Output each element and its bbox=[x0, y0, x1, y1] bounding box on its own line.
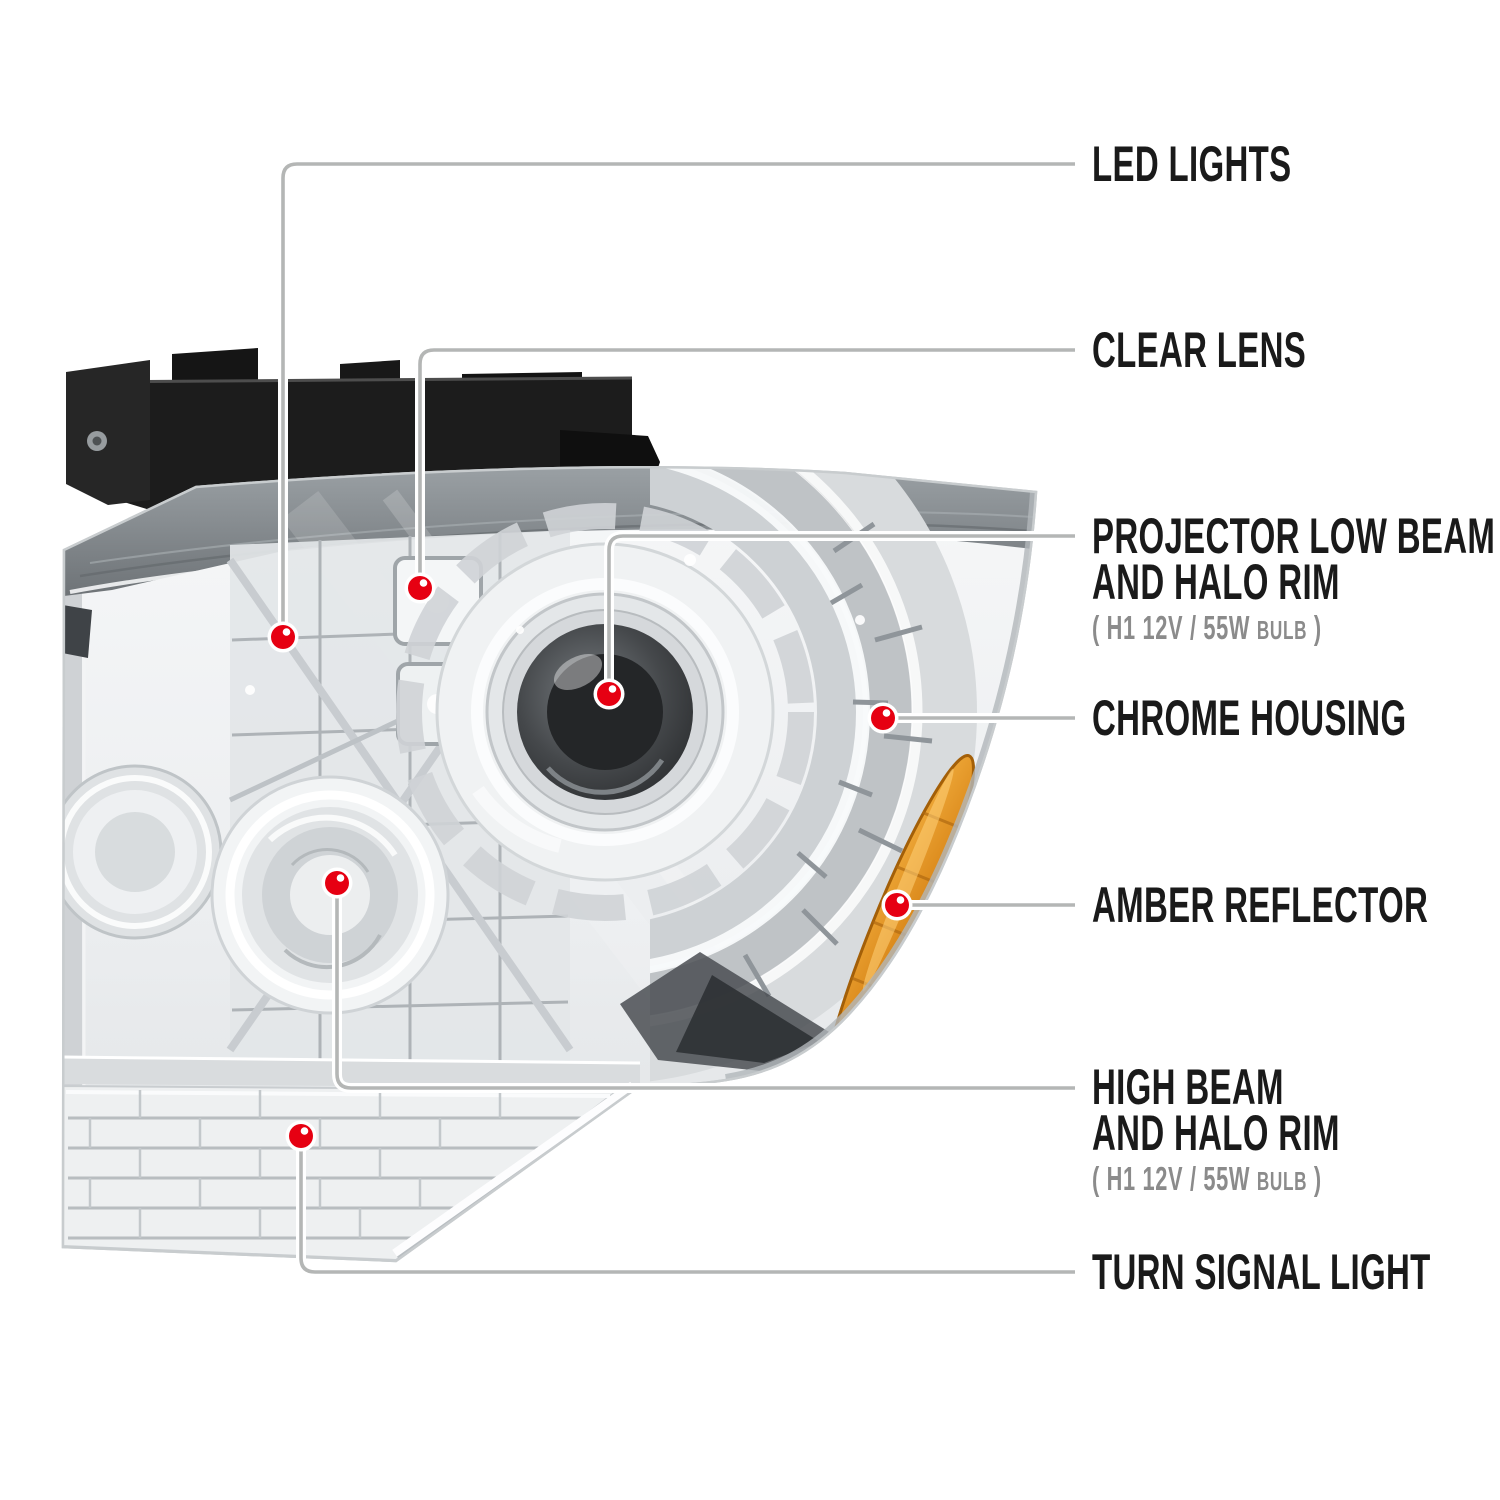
marker-chrome-housing-dot bbox=[867, 702, 899, 734]
marker-amber-reflector-dot bbox=[881, 889, 913, 921]
callout-spec: ( H1 12V / 55W BULB ) bbox=[1092, 1160, 1322, 1197]
leader-clear-lens bbox=[415, 345, 1075, 588]
leader-projector-low-beam bbox=[604, 531, 1075, 694]
callout-label: HIGH BEAM bbox=[1092, 1059, 1284, 1115]
callout-label: AMBER REFLECTOR bbox=[1092, 877, 1429, 933]
callout-high-beam: HIGH BEAM AND HALO RIM ( H1 12V / 55W BU… bbox=[1092, 1059, 1467, 1202]
marker-clear-lens-dot bbox=[404, 572, 436, 604]
callout-led-lights: LED LIGHTS bbox=[1092, 136, 1394, 192]
marker-dots bbox=[267, 572, 913, 1152]
projector-low-beam-lens bbox=[396, 503, 814, 921]
left-reflector bbox=[63, 764, 223, 940]
callout-label: LED LIGHTS bbox=[1092, 136, 1292, 192]
callout-label: AND HALO RIM bbox=[1092, 554, 1340, 610]
callout-label: TURN SIGNAL LIGHT bbox=[1092, 1244, 1431, 1300]
callout-turn-signal: TURN SIGNAL LIGHT bbox=[1092, 1244, 1500, 1300]
callout-label: CHROME HOUSING bbox=[1092, 690, 1407, 746]
marker-led-lights-dot bbox=[267, 621, 299, 653]
callout-chrome-housing: CHROME HOUSING bbox=[1092, 690, 1500, 746]
marker-turn-signal-dot bbox=[285, 1120, 317, 1152]
marker-projector-low-beam-dot bbox=[593, 678, 625, 710]
callout-spec: ( H1 12V / 55W BULB ) bbox=[1092, 609, 1322, 646]
callout-label: AND HALO RIM bbox=[1092, 1105, 1340, 1161]
leader-turn-signal bbox=[296, 1136, 1075, 1277]
callout-amber-reflector: AMBER REFLECTOR bbox=[1092, 877, 1500, 933]
callout-label: PROJECTOR LOW BEAM bbox=[1092, 508, 1496, 564]
leader-led-lights bbox=[278, 159, 1075, 637]
callout-projector-low-beam: PROJECTOR LOW BEAM AND HALO RIM ( H1 12V… bbox=[1092, 508, 1500, 651]
turn-signal-area bbox=[63, 1055, 641, 1261]
leader-lines bbox=[278, 159, 1075, 1277]
leader-high-beam bbox=[332, 883, 1075, 1093]
housing-body bbox=[61, 466, 1038, 1263]
callout-label: CLEAR LENS bbox=[1092, 322, 1307, 378]
callout-clear-lens: CLEAR LENS bbox=[1092, 322, 1416, 378]
marker-high-beam-dot bbox=[321, 867, 353, 899]
